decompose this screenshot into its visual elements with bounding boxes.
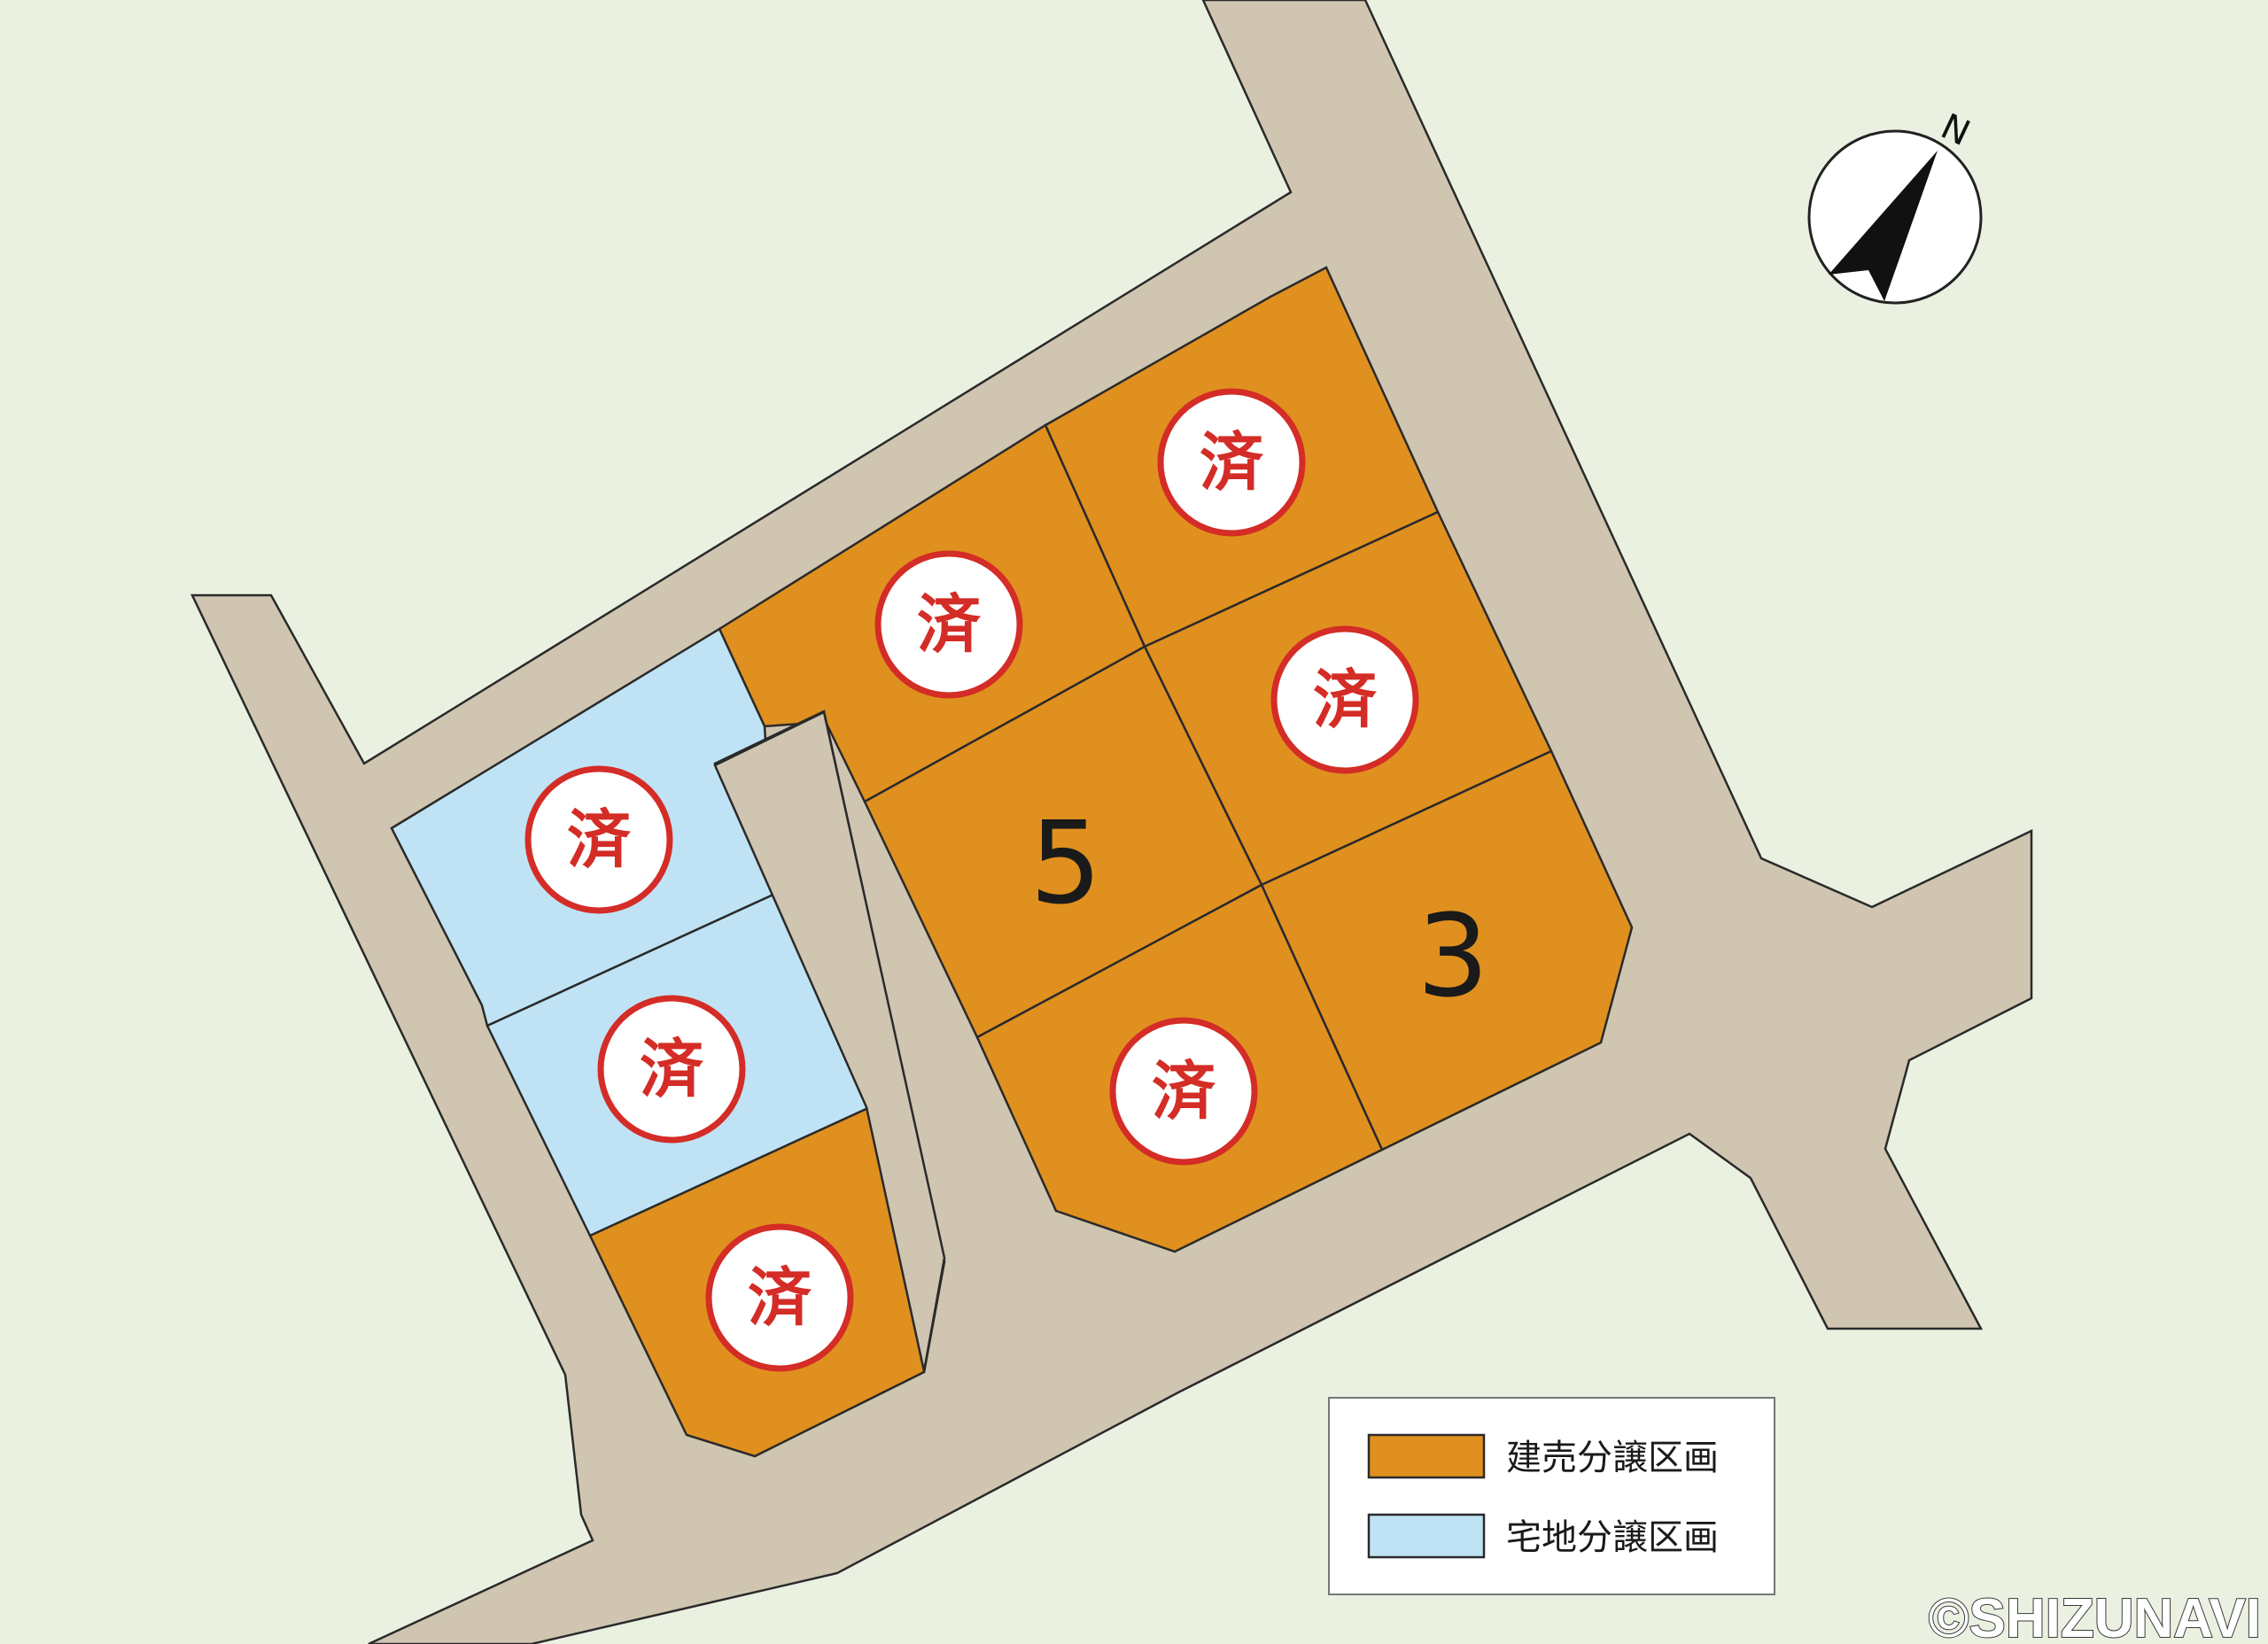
north-arrow-icon xyxy=(1829,151,1938,301)
lot-d-number: 5 xyxy=(1029,798,1101,930)
sold-stamp: 済 xyxy=(1157,388,1306,537)
compass: N xyxy=(1807,106,1983,305)
sold-stamp-circle xyxy=(1157,388,1306,537)
sold-stamp: 済 xyxy=(524,765,673,914)
sold-stamp: 済 xyxy=(874,550,1023,699)
sold-stamp: 済 xyxy=(1270,625,1419,774)
copyright-watermark: ©SHIZUNAVI xyxy=(1929,1588,2261,1644)
sold-stamp-circle xyxy=(874,550,1023,699)
legend-swatch-blue xyxy=(1367,1513,1486,1559)
legend-label-takuchi: 宅地分譲区画 xyxy=(1506,1517,1719,1558)
lot-f-label: 済 xyxy=(1152,1054,1216,1128)
legend: 建売分譲区画 宅地分譲区画 xyxy=(1328,1397,1775,1595)
sold-stamp-circle xyxy=(1270,625,1419,774)
legend-box xyxy=(1328,1397,1775,1595)
sold-stamp-circle xyxy=(705,1223,854,1372)
sold-stamp-circle xyxy=(597,995,746,1144)
lot-b-label: 済 xyxy=(917,587,982,662)
sold-stamp: 済 xyxy=(705,1223,854,1372)
lot-e-number: 3 xyxy=(1417,891,1488,1023)
lot-i-label: 済 xyxy=(748,1260,812,1335)
lot-g-label: 済 xyxy=(567,803,632,877)
lot-h-label: 済 xyxy=(640,1032,704,1106)
sold-stamp: 済 xyxy=(1109,1017,1258,1166)
legend-swatch-orange xyxy=(1367,1433,1486,1479)
inner-road-strip xyxy=(713,710,946,1372)
lot-labels: 済 済 済 5 3 済 済 済 済 xyxy=(524,388,1489,1372)
legend-label-tateuri: 建売分譲区画 xyxy=(1506,1438,1719,1478)
lot-a-label: 済 xyxy=(1200,425,1264,500)
sold-stamp: 済 xyxy=(597,995,746,1144)
lot-c-label: 済 xyxy=(1313,663,1378,737)
sold-stamp-circle xyxy=(524,765,673,914)
sold-stamp-circle xyxy=(1109,1017,1258,1166)
